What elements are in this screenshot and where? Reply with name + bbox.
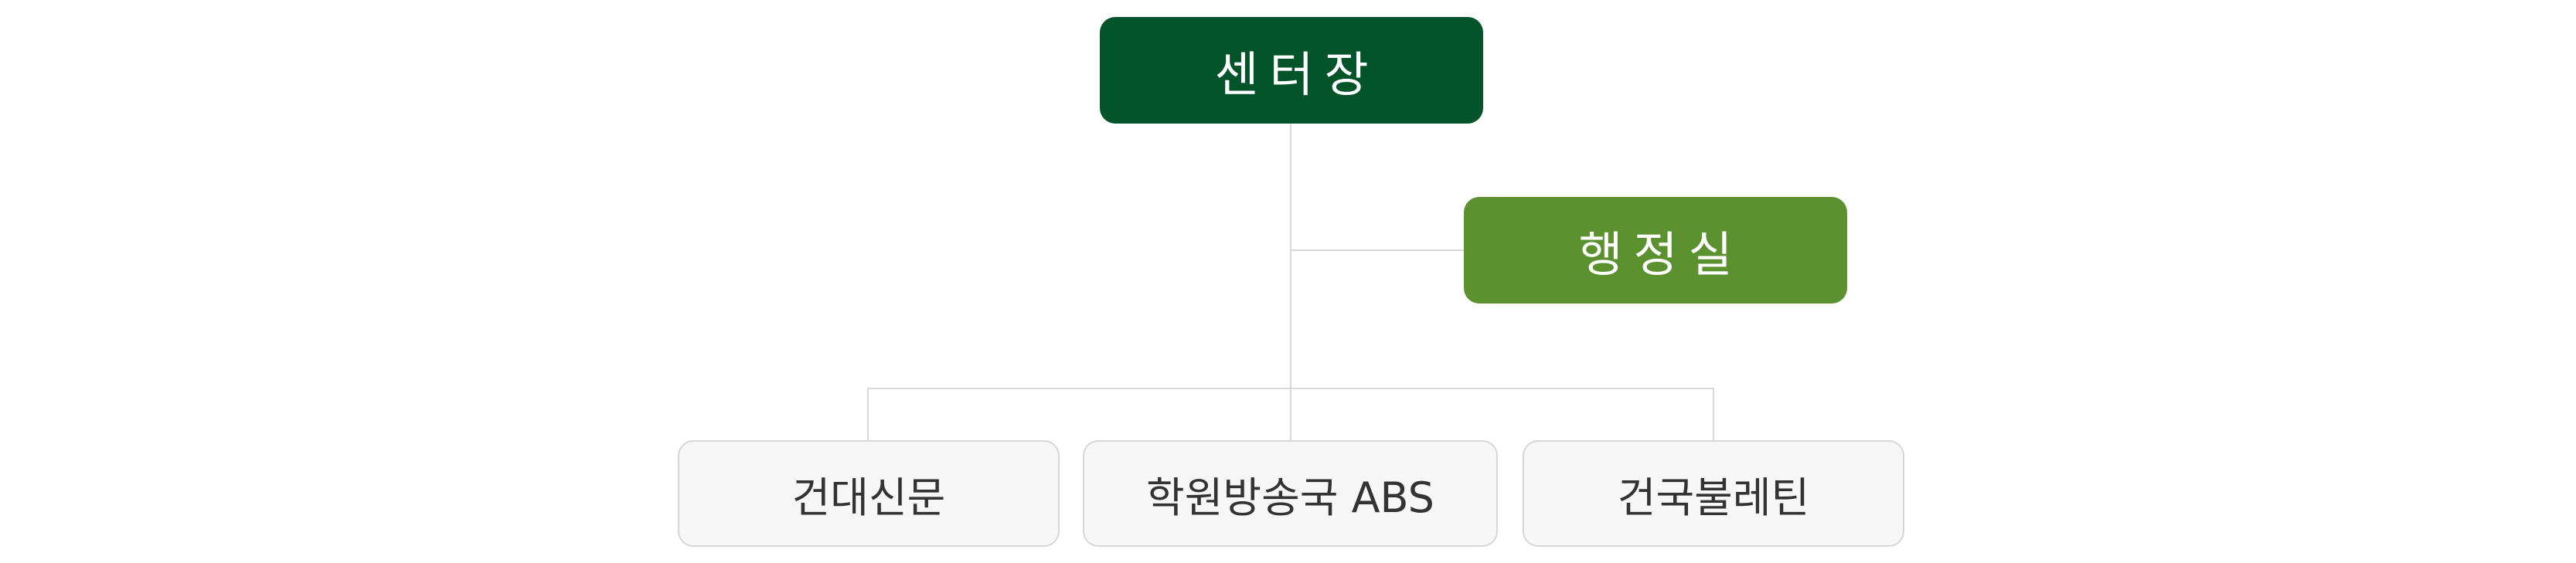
connector-trunk — [1290, 124, 1291, 440]
connector-units-bar — [867, 388, 1714, 389]
admin-office-box: 행정실 — [1464, 197, 1847, 304]
connector-unit-1 — [867, 388, 869, 440]
unit-box-broadcasting: 학원방송국 ABS — [1083, 440, 1498, 547]
unit-label: 학원방송국 ABS — [1146, 473, 1434, 522]
connector-admin-branch — [1290, 249, 1464, 251]
director-label: 센터장 — [1214, 46, 1380, 103]
connector-unit-3 — [1713, 388, 1714, 440]
director-box: 센터장 — [1100, 17, 1483, 124]
admin-office-label: 행정실 — [1578, 226, 1744, 283]
unit-label: 건대신문 — [791, 473, 946, 522]
unit-box-newspaper: 건대신문 — [678, 440, 1060, 547]
unit-box-bulletin: 건국불레틴 — [1523, 440, 1904, 547]
unit-label: 건국불레틴 — [1617, 473, 1810, 522]
